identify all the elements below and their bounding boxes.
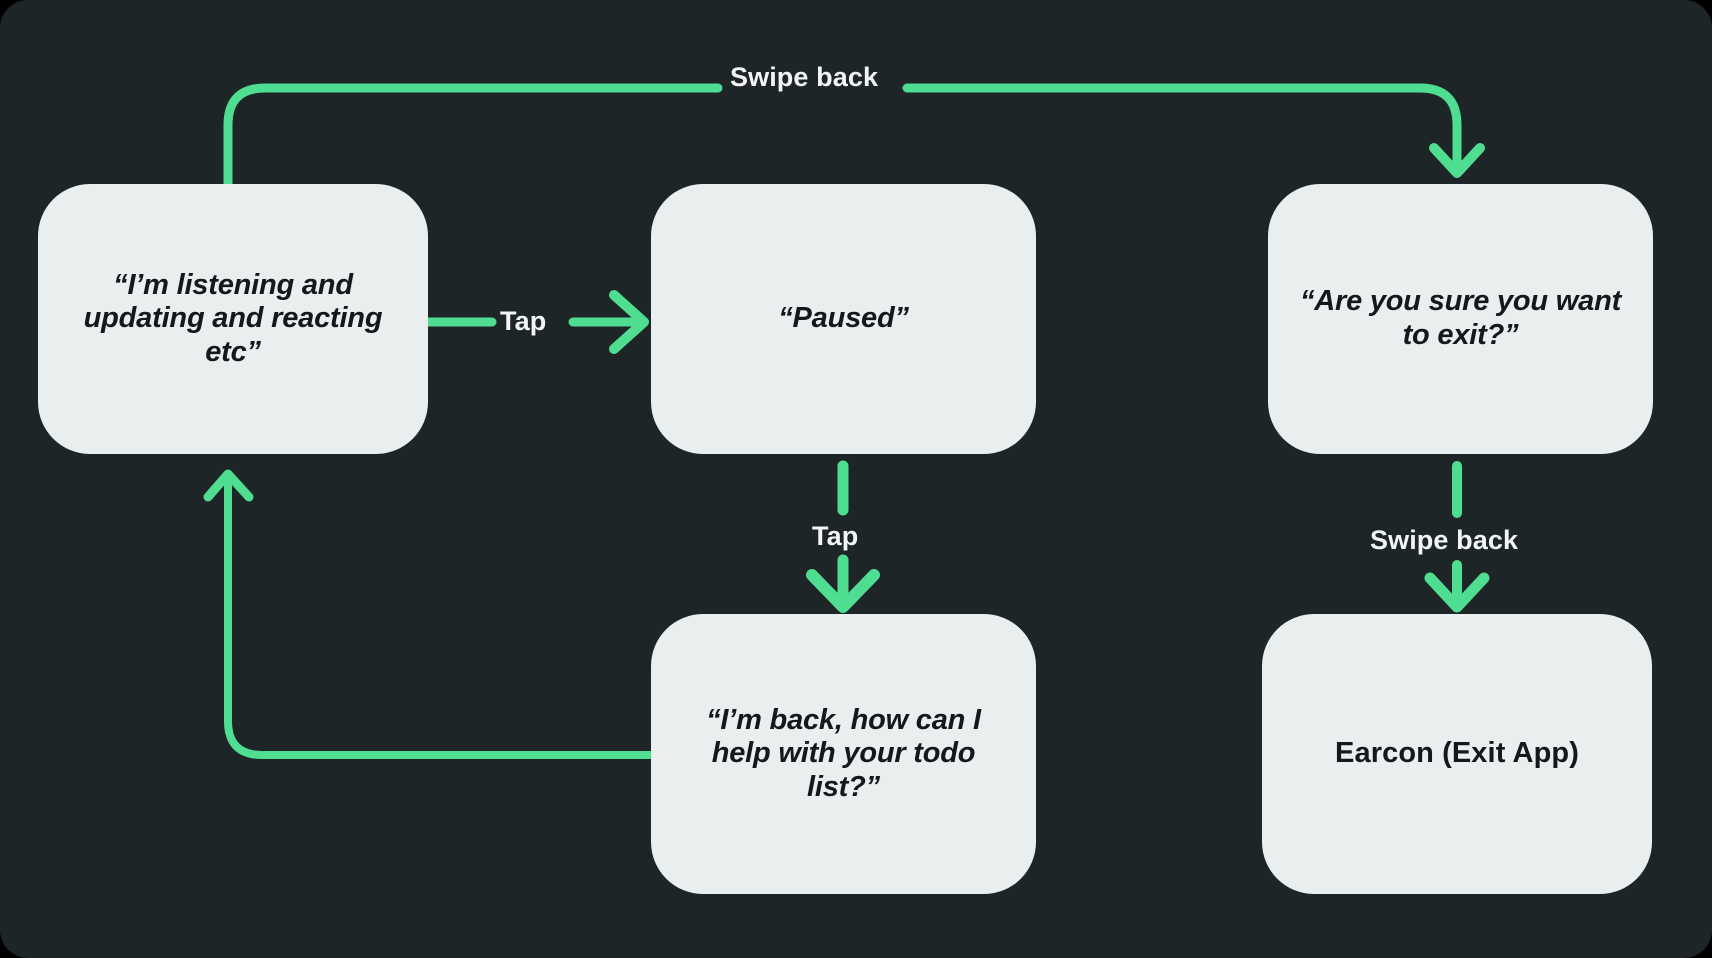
edge-back-to-listening (203, 469, 655, 759)
arrowhead-icon (203, 469, 254, 502)
node-exit-confirm-label: “Are you sure you want to exit?” (1299, 285, 1622, 351)
arrowhead-icon (609, 290, 649, 354)
node-paused[interactable]: “Paused” (651, 184, 1036, 454)
arrowhead-icon (1424, 572, 1490, 613)
edge-label-swipe-back-top: Swipe back (730, 62, 879, 92)
arrowhead-icon (806, 569, 880, 613)
node-exit-confirm[interactable]: “Are you sure you want to exit?” (1268, 184, 1653, 454)
node-earcon-label: Earcon (Exit App) (1335, 737, 1579, 770)
node-earcon[interactable]: Earcon (Exit App) (1262, 614, 1652, 894)
node-back[interactable]: “I’m back, how can I help with your todo… (651, 614, 1036, 894)
node-paused-label: “Paused” (778, 302, 909, 335)
edge-label-tap-listening-to-paused: Tap (500, 306, 547, 336)
arrowhead-icon (1429, 143, 1485, 178)
node-back-label: “I’m back, how can I help with your todo… (706, 703, 981, 803)
node-listening[interactable]: “I’m listening and updating and reacting… (38, 184, 428, 454)
node-listening-label: “I’m listening and updating and reacting… (83, 268, 383, 368)
edge-label-swipe-back-exit-to-earcon: Swipe back (1370, 525, 1519, 555)
edge-label-tap-paused-to-back: Tap (812, 521, 859, 551)
edge-listening-to-exit (223, 83, 1485, 189)
